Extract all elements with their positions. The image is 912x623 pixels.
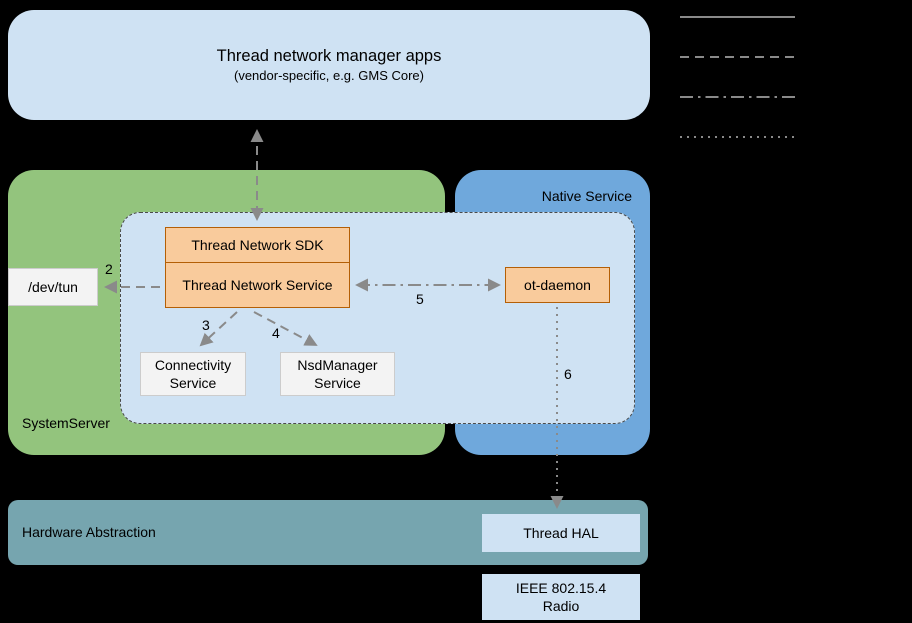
hardware-abstraction-label: Hardware Abstraction	[22, 524, 156, 540]
connector-label-6: 6	[564, 366, 572, 382]
ieee-radio-node: IEEE 802.15.4 Radio	[482, 574, 640, 620]
apps-box: Thread network manager apps (vendor-spec…	[8, 10, 650, 120]
native-service-label: Native Service	[541, 188, 632, 204]
apps-box-subtitle: (vendor-specific, e.g. GMS Core)	[233, 68, 424, 83]
thread-network-service-node: Thread Network Service	[165, 262, 350, 308]
connector-label-4: 4	[272, 325, 280, 341]
thread-network-sdk-node: Thread Network SDK	[165, 227, 350, 263]
connector-label-2: 2	[105, 261, 113, 277]
connector-label-5: 5	[416, 291, 424, 307]
nsd-manager-service-node: NsdManager Service	[280, 352, 395, 396]
thread-hal-node: Thread HAL	[482, 514, 640, 552]
system-server-label: SystemServer	[22, 415, 110, 431]
connectivity-service-node: Connectivity Service	[140, 352, 246, 396]
apps-box-title: Thread network manager apps	[216, 47, 442, 65]
ot-daemon-node: ot-daemon	[505, 267, 610, 303]
connector-label-3: 3	[202, 317, 210, 333]
dev-tun-node: /dev/tun	[8, 268, 98, 306]
